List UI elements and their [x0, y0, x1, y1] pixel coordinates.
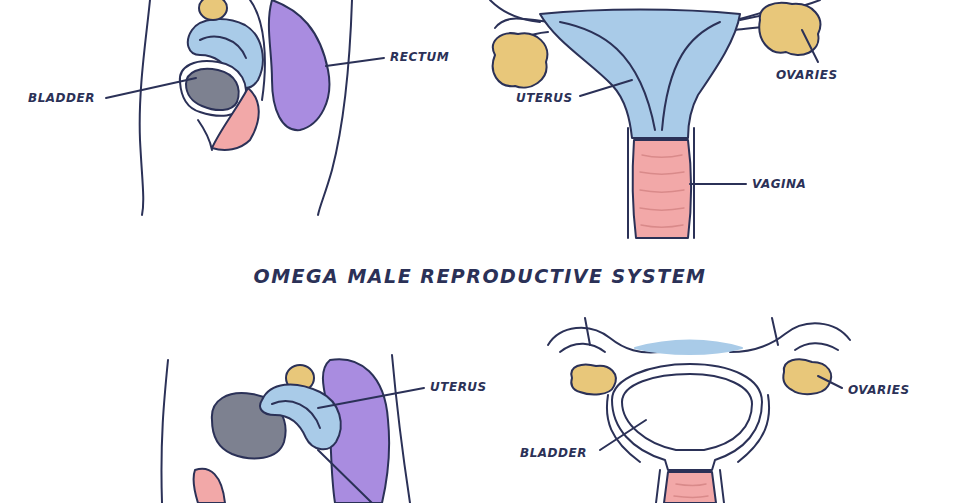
part-label: BLADDER [518, 446, 589, 460]
part-label: RECTUM [388, 50, 451, 64]
part-label: BLADDER [26, 91, 97, 105]
part-label: OVARIES [774, 68, 840, 82]
diagram-title: OMEGA MALE REPRODUCTIVE SYSTEM [0, 265, 960, 287]
part-label: OVARIES [846, 383, 912, 397]
part-label: UTERUS [428, 380, 489, 394]
part-label: UTERUS [514, 91, 575, 105]
part-label: VAGINA [750, 177, 808, 191]
